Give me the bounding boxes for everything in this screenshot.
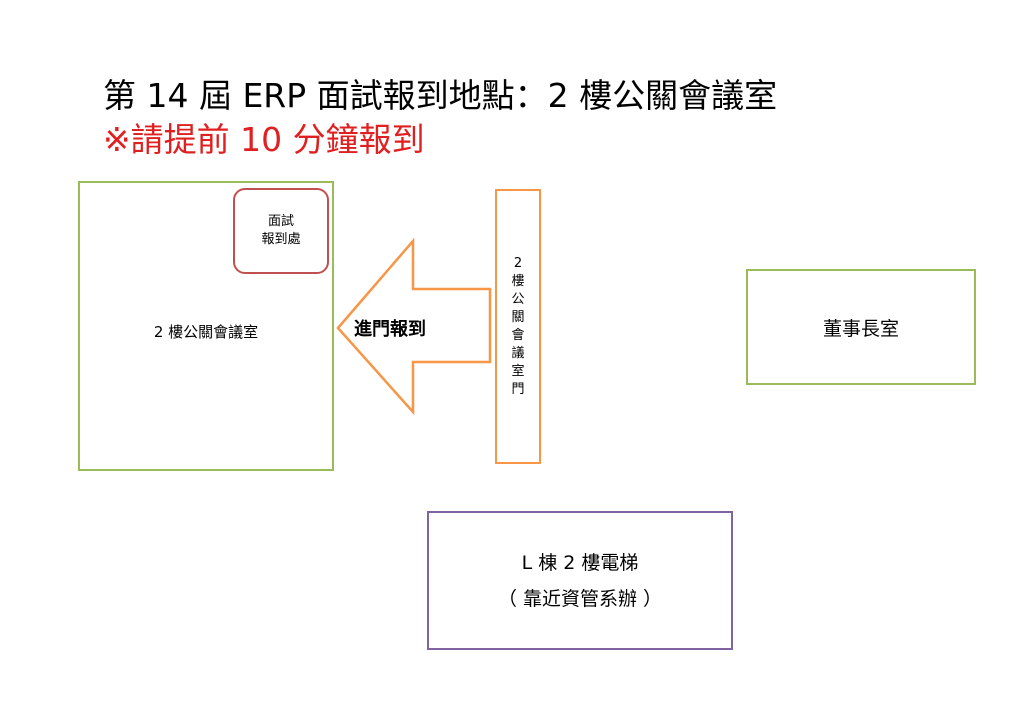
entry-arrow-icon: [336, 238, 492, 416]
door-label-char: 議: [511, 345, 525, 361]
checkin-desk-box: 面試 報到處: [233, 188, 329, 274]
elevator-line1: L 棟 2 樓電梯: [521, 551, 639, 574]
door-label-char: 樓: [511, 273, 525, 289]
door-label-char: 室: [511, 363, 525, 379]
door-label-char: 門: [511, 381, 525, 397]
door-label-char: 公: [511, 291, 525, 307]
checkin-desk-line2: 報到處: [261, 232, 301, 247]
meeting-room-label: 2 樓公關會議室: [153, 323, 259, 341]
chairman-office-label: 董事長室: [822, 317, 899, 340]
elevator-line2: （ 靠近資管系辦 ）: [497, 587, 663, 610]
early-arrival-notice: ※請提前 10 分鐘報到: [103, 120, 425, 159]
meeting-room-box: 2 樓公關會議室: [78, 181, 334, 471]
door-label-char: 2: [513, 255, 523, 271]
page-title: 第 14 屆 ERP 面試報到地點：2 樓公關會議室: [103, 76, 778, 115]
door-label-char: 關: [511, 309, 525, 325]
door-label-char: 會: [511, 327, 525, 343]
meeting-room-door-box: 2 樓公關會議室門: [495, 189, 541, 464]
chairman-office-box: 董事長室: [746, 269, 976, 385]
checkin-desk-line1: 面試: [267, 214, 294, 229]
elevator-box: L 棟 2 樓電梯 （ 靠近資管系辦 ）: [427, 511, 733, 650]
entry-arrow-label: 進門報到: [354, 319, 426, 340]
